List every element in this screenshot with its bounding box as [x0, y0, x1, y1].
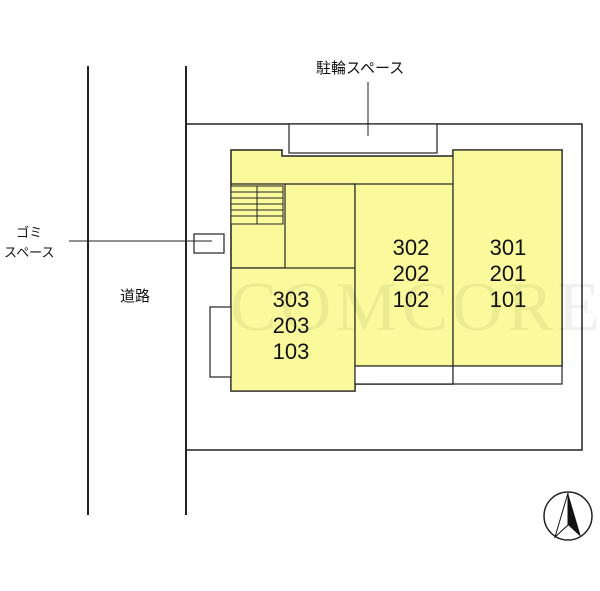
unit-number: 102 — [392, 287, 430, 312]
unit-number: 302 — [392, 235, 430, 260]
garbage-space-label: ゴミ スペース — [4, 224, 54, 264]
unit-numbers-left: 303 203 103 — [263, 287, 319, 365]
garbage-label-line1: ゴミ — [16, 226, 43, 241]
unit-numbers-right: 301 201 101 — [480, 235, 536, 313]
unit-number: 202 — [392, 261, 430, 286]
unit-number: 101 — [489, 287, 527, 312]
unit-number: 301 — [489, 235, 527, 260]
road-label: 道路 — [120, 287, 151, 305]
unit-column-left — [230, 267, 356, 392]
unit-number: 303 — [272, 287, 310, 312]
unit-number: 103 — [272, 339, 310, 364]
balcony-right — [452, 365, 563, 385]
staircase-icon — [230, 185, 284, 225]
balcony-middle — [354, 365, 454, 385]
unit-numbers-middle: 302 202 102 — [383, 235, 439, 313]
bicycle-space-label: 駐輪スペース — [316, 59, 405, 77]
bicycle-space-area — [288, 123, 438, 154]
garbage-label-line2: スペース — [4, 246, 55, 261]
garbage-space-area — [193, 233, 225, 254]
side-structure — [209, 306, 232, 378]
north-arrow-icon — [543, 491, 593, 541]
unit-number: 201 — [489, 261, 527, 286]
unit-number: 203 — [272, 313, 310, 338]
